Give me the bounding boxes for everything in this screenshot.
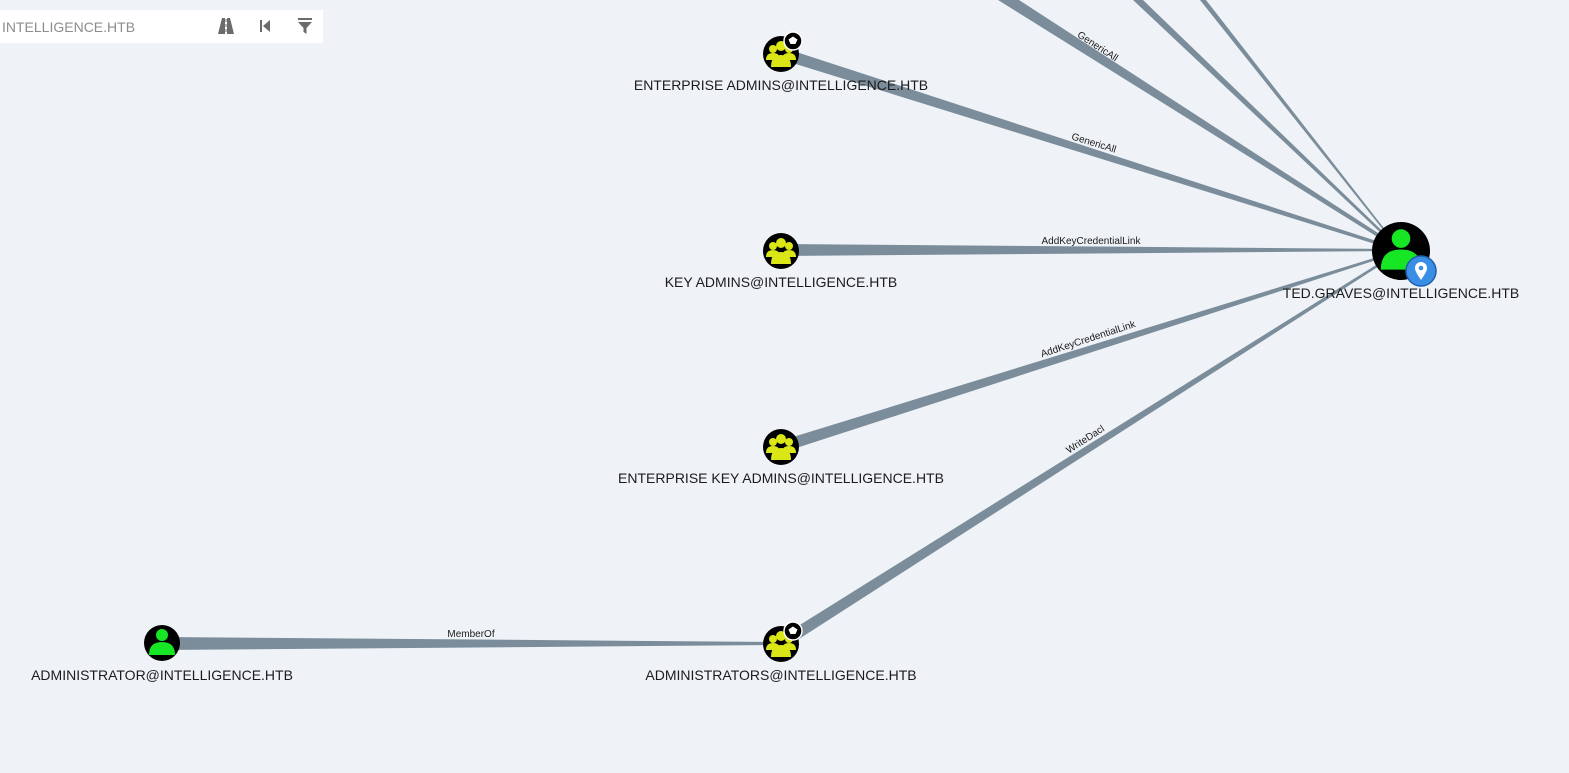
filter-button[interactable] [294, 15, 316, 37]
edge-writedacl-administrators[interactable] [779, 250, 1401, 648]
edge-generic-all-enterprise-admins[interactable] [781, 47, 1401, 252]
filter-icon [298, 18, 312, 34]
node-enterprise-key-admins[interactable] [763, 429, 799, 465]
edge-label: MemberOf [447, 629, 494, 640]
search-bar [0, 10, 323, 43]
node-ted-graves[interactable] [1372, 222, 1437, 287]
node-administrators[interactable] [763, 621, 803, 662]
node-label-administrators: ADMINISTRATORS@INTELLIGENCE.HTB [645, 667, 916, 683]
edge-memberof-administrator[interactable] [162, 637, 781, 650]
edge-addkeycredentiallink-key-admins[interactable] [781, 244, 1401, 256]
road-icon [218, 18, 234, 34]
back-button[interactable] [254, 15, 276, 37]
edge-offscreen-c[interactable] [1200, 0, 1401, 251]
node-label-administrator: ADMINISTRATOR@INTELLIGENCE.HTB [31, 667, 293, 683]
node-label-ted-graves: TED.GRAVES@INTELLIGENCE.HTB [1283, 285, 1519, 301]
node-enterprise-admins[interactable] [763, 31, 803, 72]
pathfinding-button[interactable] [215, 15, 237, 37]
gem-icon [788, 36, 798, 44]
skip-back-icon [260, 20, 270, 32]
edge-addkeycredentiallink-enterprise-key-admins[interactable] [780, 250, 1401, 452]
edge-offscreen-b[interactable] [1133, 0, 1401, 251]
gem-icon [788, 626, 798, 634]
node-label-enterprise-admins: ENTERPRISE ADMINS@INTELLIGENCE.HTB [634, 77, 928, 93]
edge-generic-all-offscreen-a[interactable] [998, 0, 1401, 251]
node-key-admins[interactable] [763, 233, 799, 269]
search-input[interactable] [0, 18, 202, 35]
location-marker-badge [1405, 255, 1437, 287]
edge-label: AddKeyCredentialLink [1042, 236, 1142, 247]
map-pin-icon [1415, 262, 1427, 280]
node-label-key-admins: KEY ADMINS@INTELLIGENCE.HTB [665, 274, 898, 290]
high-value-badge [783, 621, 803, 641]
node-administrator[interactable] [144, 625, 180, 661]
node-label-enterprise-key-admins: ENTERPRISE KEY ADMINS@INTELLIGENCE.HTB [618, 470, 944, 486]
high-value-badge [783, 31, 803, 51]
